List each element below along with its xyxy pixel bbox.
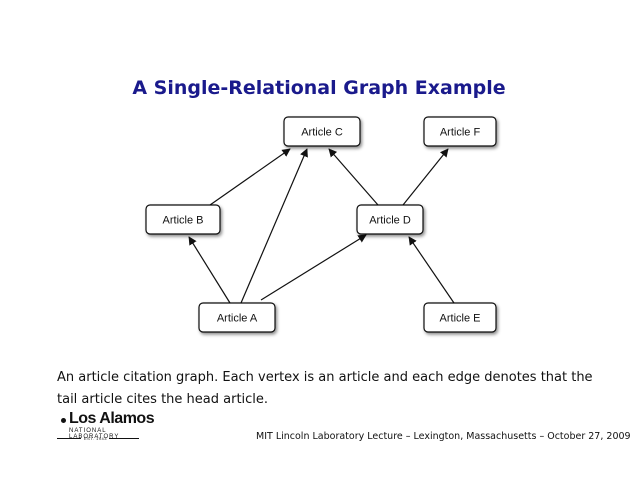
logo-divider-right (109, 438, 139, 439)
logo-est: EST. 1943 (84, 436, 107, 441)
slide-title: A Single-Relational Graph Example (132, 77, 506, 99)
node-box (198, 302, 276, 333)
node-article-e: Article E (423, 302, 497, 333)
los-alamos-logo: Los Alamos NATIONAL LABORATORY EST. 1943 (57, 410, 157, 444)
node-label: Article B (163, 215, 204, 227)
node-label: Article E (440, 313, 481, 325)
node-box (423, 116, 497, 147)
node-label: Article A (217, 313, 258, 325)
caption: An article citation graph. Each vertex i… (57, 370, 593, 407)
node-article-d: Article D (356, 204, 424, 235)
node-label: Article F (440, 127, 481, 139)
logo-subtitle: NATIONAL LABORATORY (69, 428, 120, 440)
edge-b-to-c (209, 148, 291, 206)
nodes-layer: Article C Article F Article B Article D Arti… (145, 116, 497, 333)
logo-name: Los Alamos (69, 410, 155, 427)
node-article-f: Article F (423, 116, 497, 147)
edge-d-to-f (402, 148, 449, 206)
node-article-c: Article C (283, 116, 361, 147)
node-label: Article C (301, 127, 343, 139)
node-box (356, 204, 424, 235)
node-box (423, 302, 497, 333)
logo-dot-icon (61, 418, 66, 423)
node-box (283, 116, 361, 147)
edge-a-to-d (260, 234, 367, 301)
edge-d-to-c (328, 148, 379, 206)
footer: MIT Lincoln Laboratory Lecture – Lexingt… (256, 431, 631, 442)
node-label: Article D (369, 215, 411, 227)
edges-layer (188, 148, 455, 304)
node-article-a: Article A (198, 302, 276, 333)
edge-a-to-c (240, 148, 308, 304)
node-box (145, 204, 221, 235)
edge-a-to-b (188, 236, 231, 304)
edge-e-to-d (408, 236, 455, 304)
node-article-b: Article B (145, 204, 221, 235)
logo-divider-left (57, 438, 81, 439)
